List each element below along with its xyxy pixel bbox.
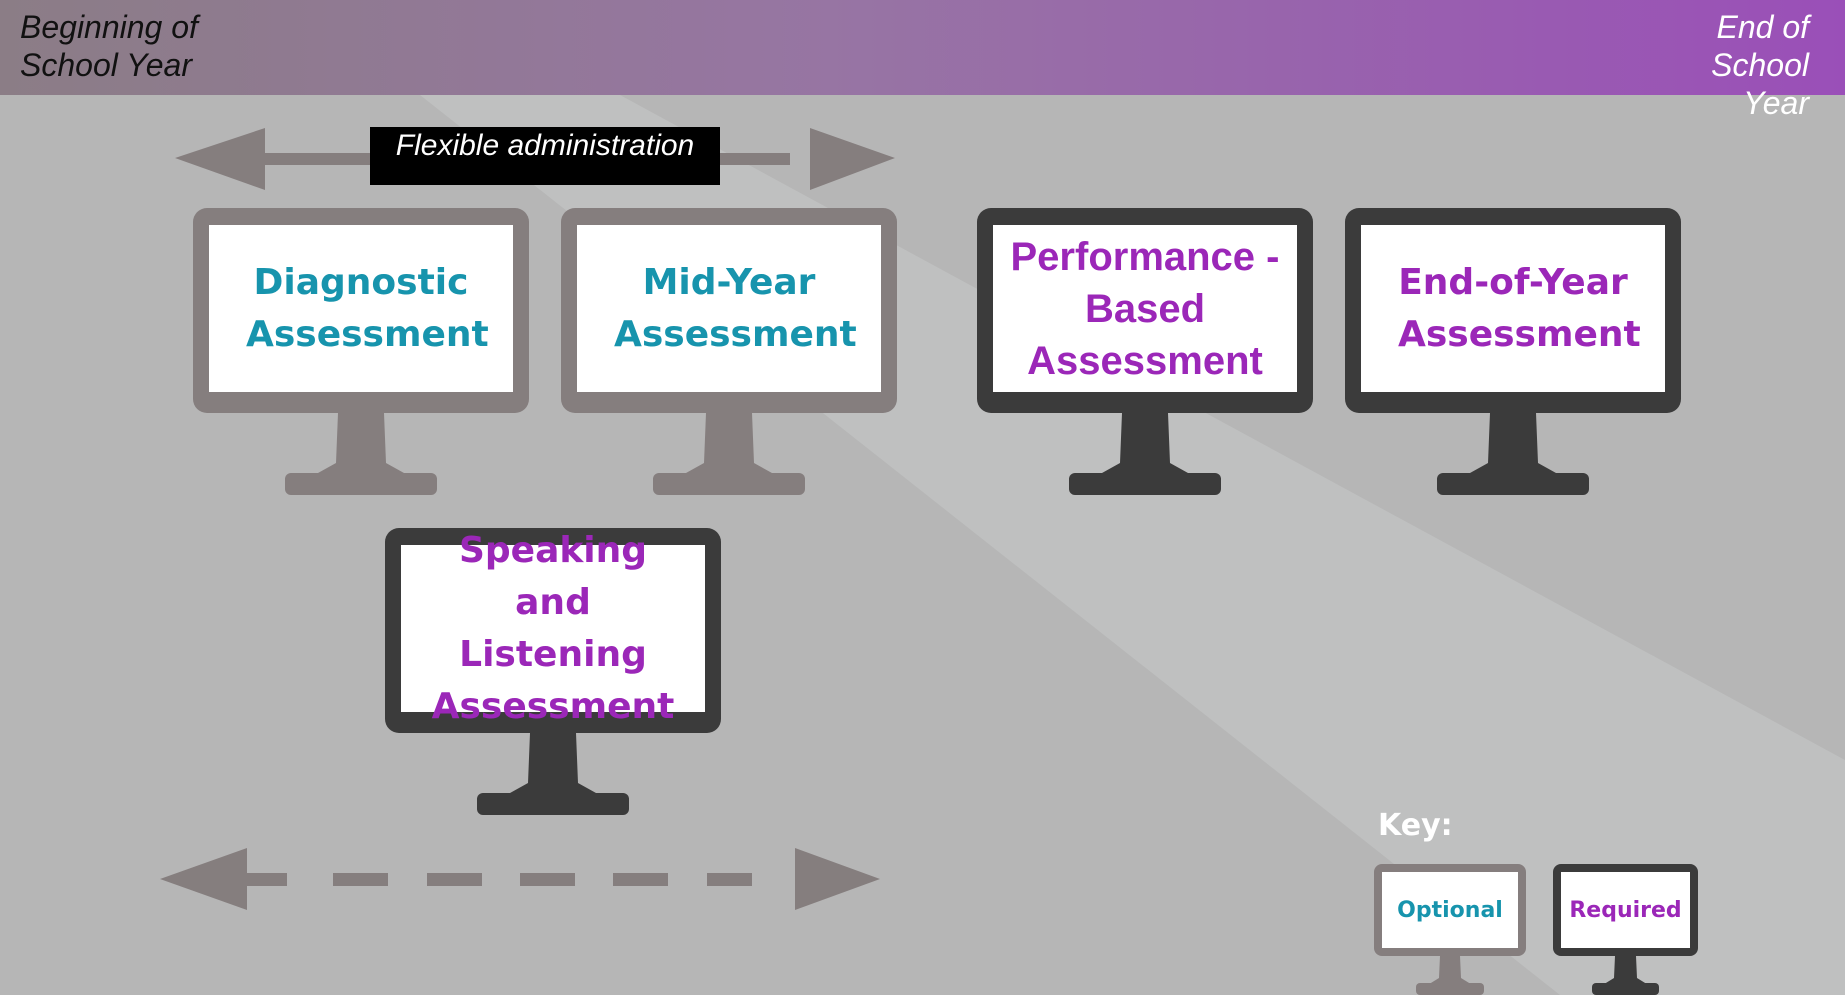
key-required-label: Required	[1569, 897, 1682, 923]
flexible-administration-label: Flexible administration	[370, 127, 720, 185]
speaking-listening-assessment-monitor: Speaking and Listening Assessment	[385, 528, 721, 815]
performance-based-assessment-monitor: Performance -Based Assessment	[977, 208, 1313, 495]
timeline-end-label: End of School Year	[1711, 9, 1809, 121]
mid-year-assessment-monitor: Mid-Year Assessment	[561, 208, 897, 495]
flexible-arrow-bottom	[160, 848, 880, 910]
key-optional-label: Optional	[1397, 897, 1503, 923]
end-of-year-assessment-label: End-of-Year Assessment	[1398, 261, 1641, 355]
diagnostic-assessment-monitor: Diagnostic Assessment	[193, 208, 529, 495]
performance-based-assessment-label: Performance -Based Assessment	[1010, 234, 1280, 383]
mid-year-assessment-label: Mid-Year Assessment	[614, 261, 857, 355]
diagnostic-assessment-label: Diagnostic Assessment	[246, 261, 489, 355]
key-optional-monitor: Optional	[1374, 864, 1526, 995]
timeline-start-label: Beginning of School Year	[20, 9, 198, 83]
key-title: Key:	[1378, 808, 1453, 843]
key-required-monitor: Required	[1553, 864, 1698, 995]
end-of-year-assessment-monitor: End-of-Year Assessment	[1345, 208, 1681, 495]
speaking-listening-assessment-label: Speaking and Listening Assessment	[431, 529, 675, 727]
timeline-header: Beginning of School Year End of School Y…	[0, 0, 1845, 121]
